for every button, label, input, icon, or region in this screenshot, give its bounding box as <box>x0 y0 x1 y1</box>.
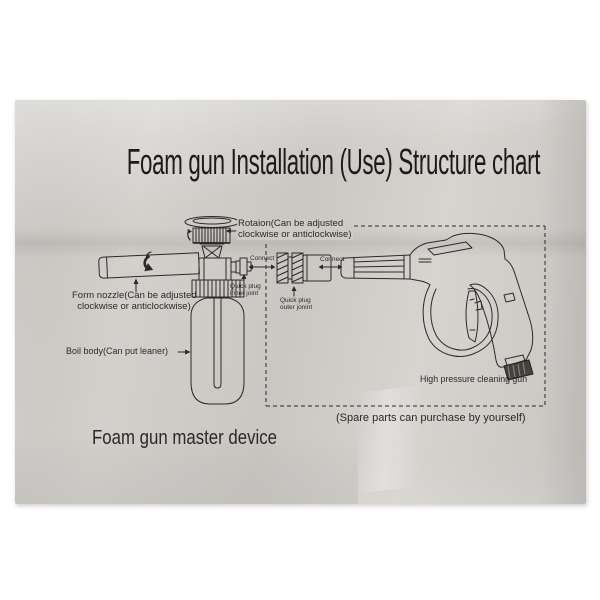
form-nozzle-label-line2: clockwise or anticlockwise) <box>77 300 191 312</box>
boil-body-label: Boil body(Can put leaner) <box>66 346 169 356</box>
high-pressure-gun-label: High pressure cleaning gun <box>420 374 528 384</box>
connect-label-left: Connect <box>250 255 275 262</box>
connect-label-right: Connect <box>320 256 345 263</box>
master-device-label: Foam gun master device <box>92 426 318 450</box>
quick-plug-outer-label: Quick plug outer jonint <box>280 297 312 311</box>
form-nozzle-label: Form nozzle(Can be adjusted clockwise or… <box>72 290 197 312</box>
quick-plug-outer-label-line1: Quick plug <box>280 297 311 304</box>
quick-plug-inner-label: Quick plug inner joint <box>230 283 261 297</box>
rotation-label: Rotaion(Can be adjusted clockwise or ant… <box>237 218 353 240</box>
quick-plug-inner-label-line1: Quick plug <box>230 283 261 290</box>
master-device-label-text: Foam gun master device <box>92 426 277 449</box>
rotation-label-line2: clockwise or anticlockwise) <box>238 228 352 240</box>
quick-plug-outer-label-line2: outer jonint <box>280 304 313 312</box>
spare-parts-note: (Spare parts can purchase by yourself) <box>336 412 526 424</box>
page-title-text: Foam gun Installation (Use) Structure ch… <box>126 141 541 182</box>
quick-plug-inner-label-line2: inner joint <box>230 290 259 298</box>
page-title: Foam gun Installation (Use) Structure ch… <box>0 141 600 183</box>
form-nozzle-label-line1: Form nozzle(Can be adjusted <box>72 290 197 301</box>
rotation-label-line1: Rotaion(Can be adjusted <box>238 218 344 229</box>
